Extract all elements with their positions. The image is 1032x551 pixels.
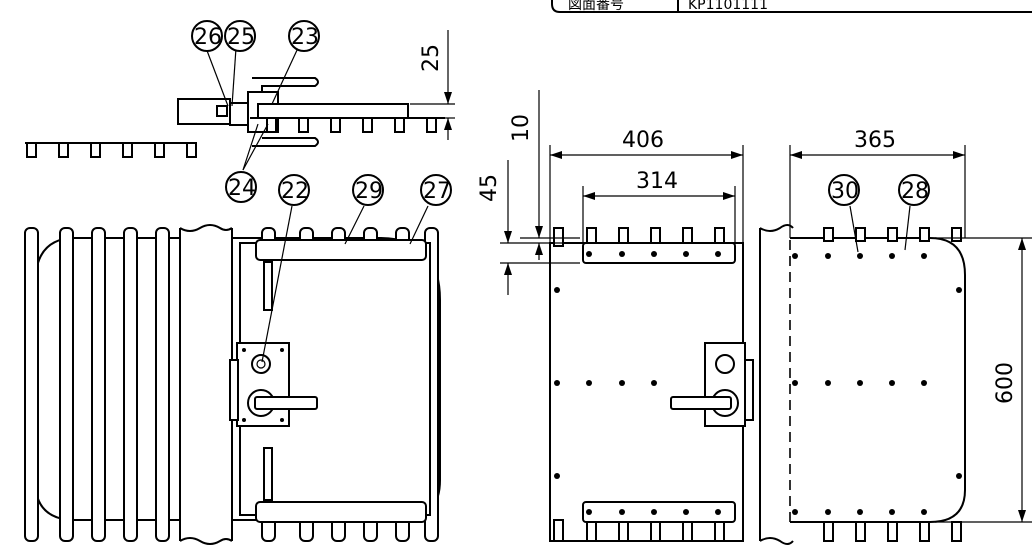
- callout-25: 25: [224, 20, 256, 52]
- svg-text:26: 26: [194, 25, 222, 50]
- center-top-teeth: [553, 227, 725, 542]
- svg-text:30: 30: [831, 179, 859, 204]
- keyhole-icon: [251, 354, 271, 374]
- center-view: 406 314 10 45: [477, 90, 794, 545]
- svg-text:23: 23: [291, 25, 319, 50]
- callout-30: 30: [828, 174, 860, 206]
- svg-text:22: 22: [281, 179, 309, 204]
- dim-10: 10: [509, 114, 534, 142]
- keyhole-icon: [715, 354, 735, 374]
- svg-text:27: 27: [423, 179, 451, 204]
- svg-text:28: 28: [901, 179, 929, 204]
- right-gasket-teeth: [266, 117, 437, 133]
- svg-text:25: 25: [227, 25, 255, 50]
- right-rivets: [792, 253, 962, 515]
- dim-25: 25: [419, 44, 444, 72]
- dim-314: 314: [636, 169, 678, 194]
- top-view: 25: [25, 30, 455, 158]
- callout-29: 29: [352, 174, 384, 206]
- center-rivets: [554, 251, 721, 515]
- title-block-label: 図面番号: [568, 0, 624, 13]
- callout-24: 24: [225, 171, 257, 203]
- front-view: [24, 224, 441, 545]
- callouts: 26 25 23 24 22 29 27 30 28: [191, 20, 930, 363]
- title-block-value: KP1101111: [688, 0, 768, 13]
- door-plate: [257, 103, 409, 119]
- svg-text:29: 29: [355, 179, 383, 204]
- left-gasket-teeth: [26, 142, 197, 158]
- dim-45: 45: [477, 174, 502, 202]
- callout-23: 23: [288, 20, 320, 52]
- dim-406: 406: [622, 128, 664, 153]
- svg-text:24: 24: [228, 176, 256, 201]
- right-teeth: [823, 227, 962, 542]
- callout-28: 28: [898, 174, 930, 206]
- callout-27: 27: [420, 174, 452, 206]
- callout-26: 26: [191, 20, 223, 52]
- front-handle: [254, 396, 318, 410]
- center-handle: [670, 396, 732, 410]
- callout-22: 22: [278, 174, 310, 206]
- dim-365: 365: [854, 128, 896, 153]
- dim-600: 600: [993, 362, 1018, 404]
- right-view: 365 600: [789, 128, 1032, 542]
- title-block: 図面番号 KP1101111: [551, 0, 1032, 13]
